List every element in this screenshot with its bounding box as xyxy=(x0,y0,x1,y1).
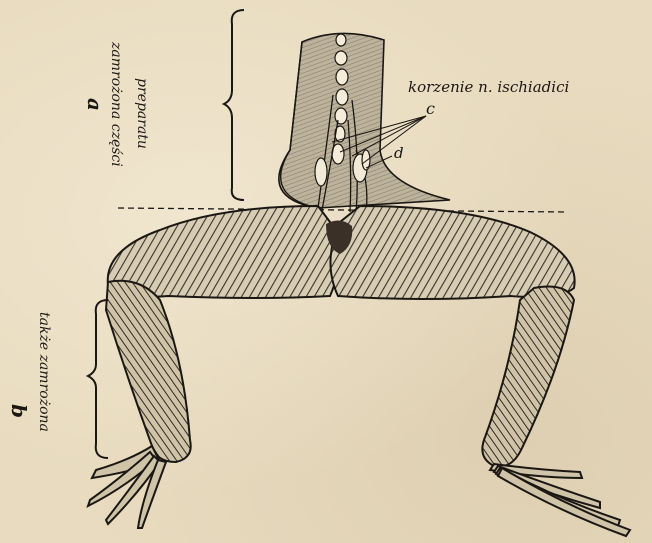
label-c: c xyxy=(426,99,435,118)
left-foot xyxy=(88,446,166,528)
left-thigh xyxy=(108,206,338,298)
section-cut-line xyxy=(118,208,568,212)
label-b: b xyxy=(7,404,31,418)
label-a-caption-1: zamrożona części xyxy=(108,41,124,167)
left-shank xyxy=(106,281,191,462)
right-foot xyxy=(490,464,630,536)
label-nerve-roots: korzenie n. ischiadici xyxy=(408,78,569,96)
brace-a xyxy=(224,10,244,200)
label-b-caption: także zamrożona xyxy=(36,312,52,432)
brace-b xyxy=(88,300,108,458)
right-thigh xyxy=(330,206,574,299)
label-d: d xyxy=(394,144,404,162)
upper-body-section xyxy=(279,33,450,208)
label-a: a xyxy=(83,98,107,111)
right-shank xyxy=(482,287,574,467)
label-a-caption-2: preparatu xyxy=(134,78,150,149)
